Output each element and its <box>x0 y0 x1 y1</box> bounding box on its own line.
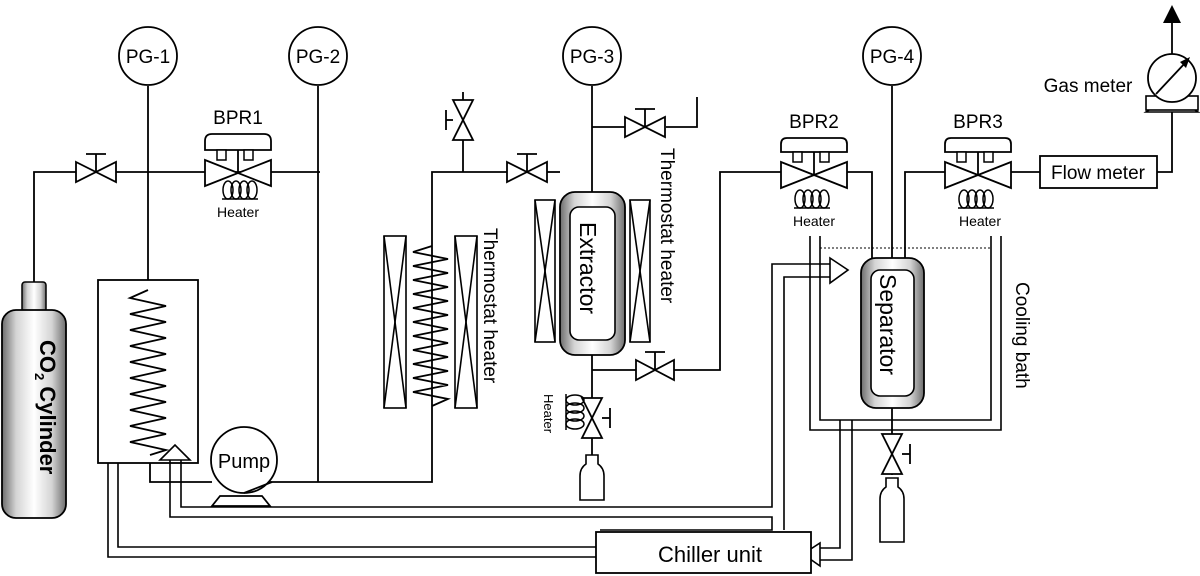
heater-coil-icon <box>565 394 585 430</box>
heater-coil-icon <box>222 180 258 200</box>
cooling-bath-label: Cooling bath <box>1011 282 1032 389</box>
cylinder-label: CO2 Cylinder <box>32 340 60 475</box>
separator-drain-valve <box>880 433 911 475</box>
thermostat-heater-label-2: Thermostat heater <box>656 148 677 304</box>
heater-label: Heater <box>793 213 835 229</box>
inlet-valve <box>75 153 117 184</box>
gauge-pg4: PG-4 <box>862 26 922 86</box>
flow-meter-label: Flow meter <box>1051 163 1146 184</box>
bpr2: BPR2 Heater <box>780 112 848 229</box>
cooling-bath: Cooling bath <box>809 236 1032 431</box>
pump-label: Pump <box>218 451 270 473</box>
co2-cylinder: CO2 Cylinder <box>1 281 67 519</box>
extractor-label: Extractor <box>575 222 601 314</box>
vent-valve <box>445 92 475 141</box>
extractor-drain-valve <box>580 397 611 439</box>
bpr3-label: BPR3 <box>953 112 1003 133</box>
gauge-pg1: PG-1 <box>118 26 178 86</box>
bpr1: BPR1 Heater <box>204 108 272 220</box>
heater-label: Heater <box>541 394 556 434</box>
flow-meter: Flow meter <box>1039 155 1158 189</box>
heater-block-right <box>454 235 478 409</box>
sample-vial <box>579 454 605 501</box>
gas-meter-label: Gas meter <box>1044 76 1133 97</box>
bpr3: BPR3 Heater <box>944 112 1012 229</box>
gauge-label: PG-3 <box>570 47 614 68</box>
chiller-unit: Chiller unit <box>595 531 812 574</box>
heater-coil-icon <box>794 189 830 209</box>
pump: Pump <box>210 426 278 507</box>
gauge-label: PG-2 <box>296 47 340 68</box>
gauge-label: PG-4 <box>870 47 915 68</box>
thermostat-heater-label-1: Thermostat heater <box>479 228 500 384</box>
bpr1-label: BPR1 <box>213 108 263 129</box>
gauge-pg3: PG-3 <box>562 26 622 86</box>
separator-label: Separator <box>875 274 901 375</box>
gauge-pg2: PG-2 <box>288 26 348 86</box>
bpr2-label: BPR2 <box>789 112 839 133</box>
process-lines <box>33 5 1181 483</box>
gas-meter: Gas meter <box>1044 53 1200 113</box>
extractor: Extractor Thermostat heater Heater <box>534 148 677 501</box>
preheater: Thermostat heater <box>383 228 500 409</box>
heat-exchanger <box>97 279 199 464</box>
extractor-inlet-valve <box>506 153 560 184</box>
coolant-pipes <box>107 263 853 561</box>
sample-vial <box>879 477 905 543</box>
heater-block-left <box>534 199 556 343</box>
heater-label: Heater <box>217 204 259 220</box>
extractor-outlet-valve <box>635 351 675 382</box>
heater-coil-icon <box>958 189 994 209</box>
heater-label: Heater <box>959 213 1001 229</box>
extractor-top-valve <box>624 108 666 139</box>
chiller-label: Chiller unit <box>658 542 762 567</box>
heater-block-right <box>629 199 651 343</box>
separator: Separator <box>860 257 925 543</box>
heater-block-left <box>383 235 407 409</box>
gauge-label: PG-1 <box>126 47 170 68</box>
